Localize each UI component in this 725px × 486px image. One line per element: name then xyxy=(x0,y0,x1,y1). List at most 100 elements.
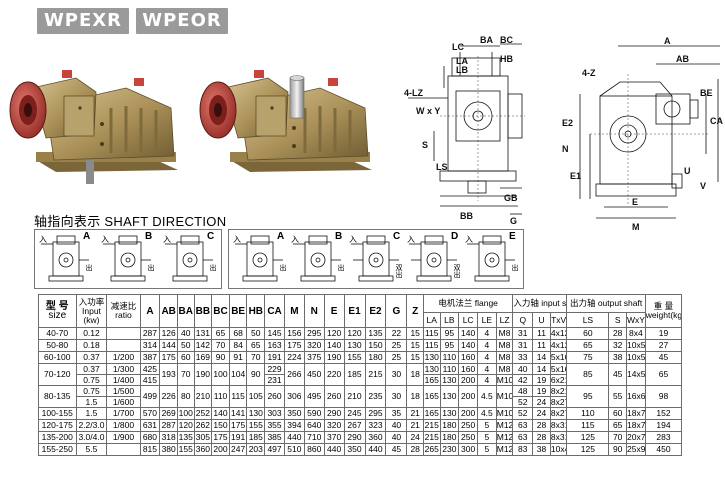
th-dim-n: N xyxy=(303,294,325,328)
cell-dim: 303 xyxy=(264,407,285,420)
th-flange: 电机法兰 flange xyxy=(422,294,514,313)
cell-dim: 21 xyxy=(406,419,424,432)
cell-dim: 320 xyxy=(303,339,325,352)
cell-flange: M8 xyxy=(495,351,514,364)
cell-dim: 155 xyxy=(177,443,195,456)
cell-dim: 115 xyxy=(228,385,248,408)
cell-input: 38 xyxy=(532,443,551,456)
shaft-diagram-output-label: 出 xyxy=(511,263,519,272)
cell-input: 31 xyxy=(512,327,534,340)
cell-size: 50-80 xyxy=(38,339,77,352)
shaft-diagram-output-label: 出 xyxy=(147,263,155,272)
cell-flange: 5 xyxy=(477,443,497,456)
cell-flange: M8 xyxy=(495,339,514,352)
series-badge-wpeor: WPEOR xyxy=(136,8,228,34)
shaft-diagram-letter: A xyxy=(277,231,285,242)
cell-flange: 4 xyxy=(477,339,497,352)
th-input-txv: TxV xyxy=(549,312,568,328)
cell-flange: 200 xyxy=(458,385,478,408)
shaft-diagram-d-drawing: 入双出 xyxy=(407,235,461,282)
dim-label-bc: BC xyxy=(500,36,513,45)
cell-input: 14 xyxy=(532,363,551,375)
dim-label-a: A xyxy=(664,36,671,46)
cell-output: 90 xyxy=(608,443,627,456)
cell-output: 125 xyxy=(566,443,610,456)
cell-flange: M8 xyxy=(495,363,514,375)
cell-dim: 175 xyxy=(159,351,178,364)
cell-size: 120-175 xyxy=(38,419,77,432)
cell-dim: 110 xyxy=(211,385,230,408)
cell-dim: 135 xyxy=(364,327,387,340)
cell-dim: 440 xyxy=(323,443,345,456)
cell-flange: M8 xyxy=(495,327,514,340)
cell-output: 55 xyxy=(608,385,627,408)
cell-ratio: 1/300 xyxy=(106,363,141,375)
cell-weight: 283 xyxy=(644,431,683,444)
dim-label-gb: GB xyxy=(504,193,518,203)
cell-dim: 50 xyxy=(177,339,195,352)
cell-dim: 295 xyxy=(364,407,387,420)
cell-output: 14x5.5 xyxy=(626,363,646,386)
cell-ratio xyxy=(106,327,141,340)
cell-dim: 295 xyxy=(303,327,325,340)
cell-input: 40 xyxy=(512,363,534,375)
cell-flange: 250 xyxy=(458,419,478,432)
shaft-diagram-c-drawing: 入双出 xyxy=(349,235,403,282)
cell-input: 24 xyxy=(532,396,551,408)
shaft-diagram-letter: A xyxy=(83,231,91,242)
cell-flange: 165 xyxy=(422,407,441,420)
cell-dim: 144 xyxy=(159,339,178,352)
cell-dim: 210 xyxy=(343,385,366,408)
cell-dim: 860 xyxy=(303,443,325,456)
cell-dim: 247 xyxy=(228,443,248,456)
cell-input: 11 xyxy=(532,327,551,340)
cell-flange: M10 xyxy=(495,374,514,386)
cell-size: 100-155 xyxy=(38,407,77,420)
cell-dim: 245 xyxy=(343,407,366,420)
th-output-ls: LS xyxy=(566,312,610,328)
cell-size: 135-200 xyxy=(38,431,77,444)
shaft-diagram-input-label: 入 xyxy=(407,235,415,244)
th-flange-lz: LZ xyxy=(495,312,514,328)
dim-label-s: S xyxy=(422,140,428,150)
dim-label-wxy: W x Y xyxy=(416,106,440,116)
cell-input: 63 xyxy=(512,419,534,432)
cell-output: 28 xyxy=(608,327,627,340)
shaft-diagram-input-label: 入 xyxy=(291,235,299,244)
th-dim-g: G xyxy=(385,294,408,328)
cell-dim: 40 xyxy=(385,431,408,444)
cell-dim: 130 xyxy=(343,339,366,352)
cell-flange: 230 xyxy=(439,443,460,456)
cell-dim: 80 xyxy=(177,385,195,408)
cell-dim: 120 xyxy=(177,419,195,432)
cell-flange: 180 xyxy=(439,419,460,432)
cell-flange: 4 xyxy=(477,374,497,386)
cell-flange: 215 xyxy=(422,419,441,432)
th-dim-be: BE xyxy=(228,294,248,328)
cell-dim: 60 xyxy=(177,351,195,364)
cell-power: 2.2/3.0 xyxy=(75,419,108,432)
cell-power: 0.37 xyxy=(75,351,108,364)
cell-power: 0.75 xyxy=(75,374,108,386)
cell-flange: 130 xyxy=(439,374,460,386)
cell-dim: 191 xyxy=(228,431,248,444)
dim-label-u: U xyxy=(684,166,691,176)
cell-input: 19 xyxy=(532,385,551,397)
cell-flange: 110 xyxy=(439,351,460,364)
cell-power: 1.5 xyxy=(75,396,108,408)
cell-flange: 4 xyxy=(477,327,497,340)
th-flange-lb: LB xyxy=(439,312,460,328)
cell-power: 0.37 xyxy=(75,363,108,375)
shaft-diagram-output-label: 双出 xyxy=(395,264,403,279)
shaft-diagram-e-drawing: 入出 xyxy=(465,235,519,282)
cell-flange: 160 xyxy=(458,363,478,375)
dim-label-g: G xyxy=(510,216,517,226)
cell-output: 60 xyxy=(608,407,627,420)
